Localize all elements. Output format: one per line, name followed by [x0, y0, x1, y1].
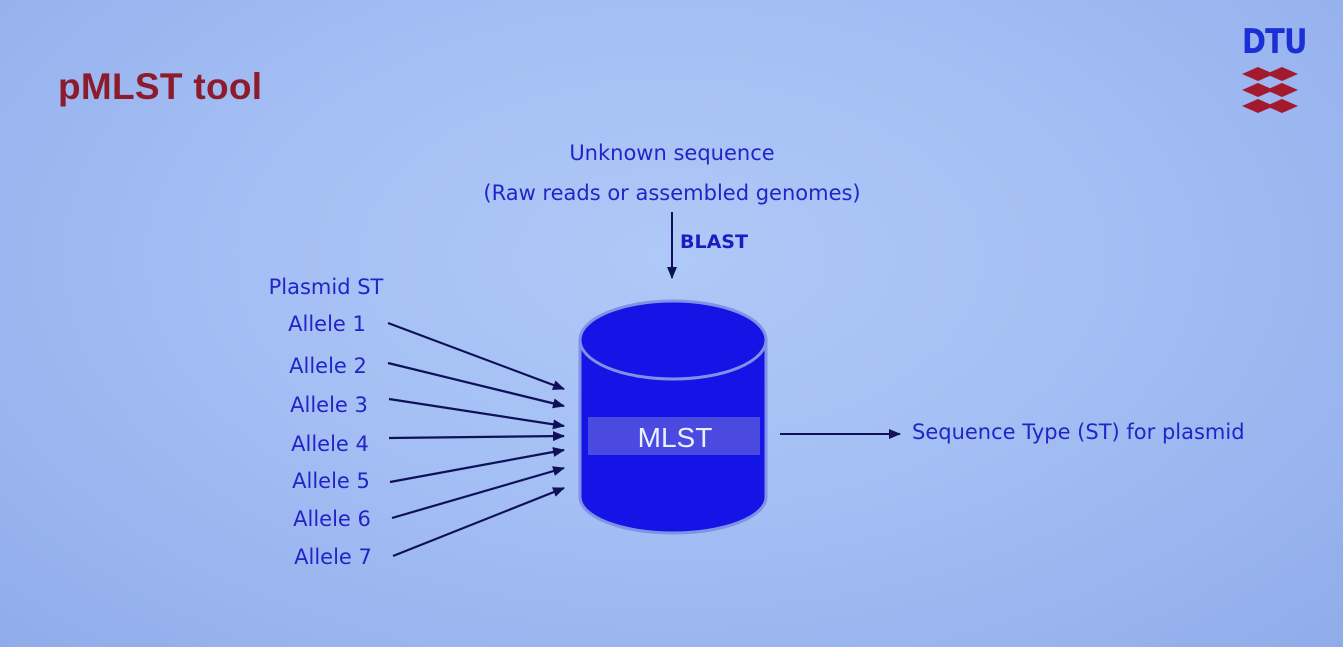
allele-arrow-7: [392, 486, 565, 558]
unknown-sequence-sublabel: (Raw reads or assembled genomes): [483, 181, 860, 205]
allele-arrow-5: [389, 447, 565, 484]
mlst-database-icon: [578, 299, 768, 535]
blast-label: BLAST: [680, 231, 748, 253]
allele-label-5: Allele 5: [292, 469, 370, 493]
output-label: Sequence Type (ST) for plasmid: [912, 420, 1245, 444]
dtu-logo-text: DTU: [1242, 22, 1307, 62]
allele-arrow-1: [387, 321, 565, 391]
unknown-sequence-label: Unknown sequence: [569, 141, 774, 165]
allele-label-2: Allele 2: [289, 354, 367, 378]
allele-arrow-4: [388, 431, 565, 442]
allele-arrow-6: [391, 466, 565, 520]
allele-label-1: Allele 1: [288, 312, 366, 336]
allele-arrow-3: [388, 397, 565, 430]
allele-label-7: Allele 7: [294, 545, 372, 569]
slide-title: pMLST tool: [58, 66, 263, 107]
allele-arrow-2: [387, 361, 565, 409]
plasmid-st-label: Plasmid ST: [269, 275, 384, 299]
allele-label-3: Allele 3: [290, 393, 368, 417]
allele-label-4: Allele 4: [291, 432, 369, 456]
dtu-logo: DTU: [1236, 22, 1316, 122]
mlst-label: MLST: [638, 422, 713, 453]
dtu-logo-mark-icon: [1242, 67, 1298, 113]
allele-label-6: Allele 6: [293, 507, 371, 531]
